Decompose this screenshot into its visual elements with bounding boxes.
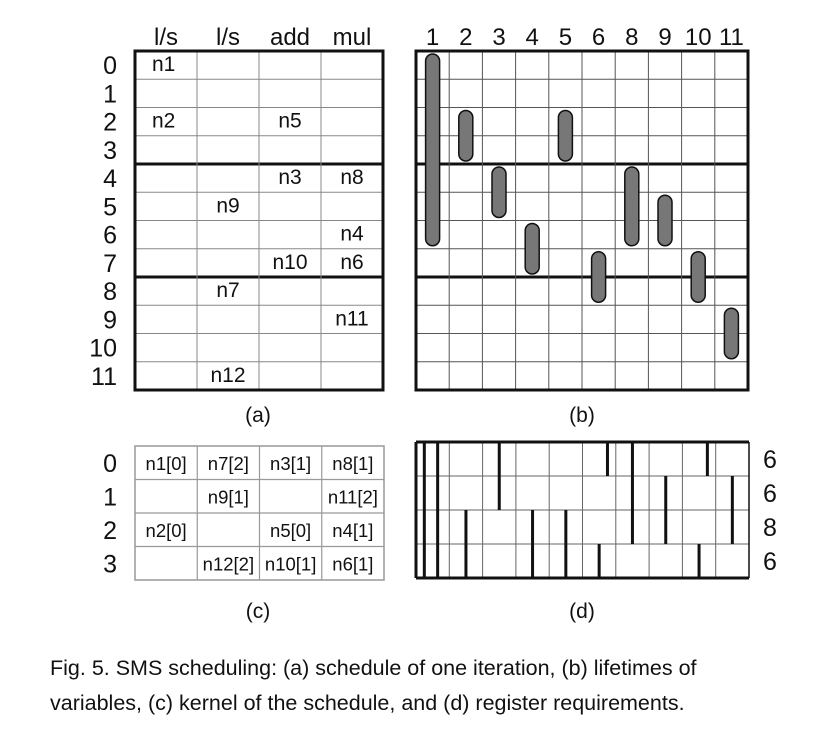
panel-c-cell-node: n3[1] [270, 453, 311, 474]
panel-a-column-header: l/s [154, 24, 178, 51]
panel-a-cell-node: n10 [272, 251, 307, 274]
panel-a-cell-node: n11 [335, 307, 368, 330]
panel-b-lifetime-bar [624, 166, 640, 247]
panel-a-row-label: 1 [103, 80, 117, 108]
panel-a-cell-node: n12 [210, 364, 245, 387]
panel-b-column-header: 1 [426, 24, 439, 51]
panel-a-row-label: 5 [103, 193, 117, 221]
panel-b-lifetime-bar [424, 53, 441, 247]
panel-b-lifetime-bar [524, 222, 540, 275]
panel-c-cell-node: n10[1] [265, 553, 316, 574]
panel-c-cell-node: n11[2] [328, 486, 378, 507]
panel-c-cell-node: n6[1] [332, 553, 373, 574]
panel-b-lifetime-bar [557, 109, 574, 162]
panel-c-row-label: 1 [103, 483, 117, 511]
panel-d-register-requirements: 6 6 8 6 [414, 440, 777, 580]
panel-b-lifetime-bar [723, 307, 740, 360]
panel-a-cell-node: n9 [216, 194, 239, 217]
panel-b-lifetime-bar [690, 251, 706, 303]
panel-a-row-label: 2 [103, 109, 117, 137]
panel-a-row-label: 10 [89, 335, 117, 363]
panel-c-border [134, 445, 385, 581]
panel-d-register-count: 6 [763, 480, 777, 508]
panel-b-column-header: 9 [658, 24, 671, 51]
panel-d-register-count: 8 [763, 514, 777, 542]
panel-a-row-label: 9 [103, 306, 117, 334]
panel-a-row-label: 7 [103, 250, 117, 278]
panel-b-column-header: 8 [625, 24, 638, 51]
panel-a-row-label: 4 [103, 165, 117, 193]
panel-a-cell-node: n7 [216, 279, 239, 302]
panel-b-lifetime-bar [458, 109, 474, 162]
panel-c-kernel-table: 0 1 2 3 n1[0] n7[2] n3[1] n8[1] n9[1] n11[2] n2[0]… [103, 445, 385, 581]
panel-a-cell-node: n2 [152, 110, 175, 133]
panel-c-cell-node: n7[2] [208, 453, 249, 474]
panel-d-register-count: 6 [763, 446, 777, 474]
panel-b-column-header: 4 [526, 24, 539, 51]
panel-c-cell-node: n2[0] [146, 520, 187, 541]
panel-c-row-label: 3 [103, 550, 117, 578]
panel-a-border [133, 49, 385, 392]
panel-a-column-header: l/s [216, 24, 240, 51]
panel-a-cell-node: n3 [278, 166, 301, 189]
panel-a-column-header: add [270, 24, 310, 51]
panel-a-cell-node: n4 [340, 223, 364, 246]
panel-b-lifetime-bar [491, 166, 507, 219]
panel-c-cell-node: n5[0] [270, 520, 311, 541]
panel-a-column-header: mul [333, 24, 372, 51]
panel-a-cell-node: n1 [152, 53, 175, 76]
panel-b-column-header: 3 [492, 24, 505, 51]
panel-a-row-label: 0 [103, 52, 117, 80]
panel-c-row-label: 0 [103, 450, 117, 478]
panel-b-column-header: 11 [719, 24, 744, 51]
panel-c-cell-node: n12[2] [203, 553, 254, 574]
panel-c-cell-node: n9[1] [208, 486, 249, 507]
panel-d-caption: (d) [569, 600, 595, 623]
panel-a-row-label: 11 [91, 363, 117, 391]
panel-c-row-label: 2 [103, 517, 117, 545]
panel-a-cell-node: n5 [278, 110, 301, 133]
panel-b-lifetime-bar [657, 194, 673, 247]
panel-b-lifetime-bar [590, 251, 607, 303]
panel-a-row-label: 8 [103, 278, 117, 306]
figure-caption-line-2: variables, (c) kernel of the schedule, a… [50, 691, 685, 715]
panel-c-cell-node: n8[1] [332, 453, 373, 474]
panel-a-row-label: 6 [103, 222, 117, 250]
panel-b-column-header: 5 [559, 24, 572, 51]
panel-a-caption: (a) [245, 404, 271, 427]
panel-a-cell-node: n8 [340, 166, 363, 189]
panel-a-row-label: 3 [103, 137, 117, 165]
panel-b-column-header: 10 [685, 24, 712, 51]
figure-caption-line-1: Fig. 5. SMS scheduling: (a) schedule of … [50, 656, 697, 680]
panel-c-cell-node: n1[0] [146, 453, 187, 474]
panel-d-register-count: 6 [763, 548, 777, 576]
panel-c-caption: (c) [246, 600, 271, 623]
panel-b-column-header: 6 [592, 24, 605, 51]
panel-c-cell-node: n4[1] [332, 520, 373, 541]
figure-caption: Fig. 5. SMS scheduling: (a) schedule of … [50, 651, 830, 721]
panel-b-border [414, 49, 750, 392]
panel-b-column-header: 2 [459, 24, 472, 51]
panel-a-cell-node: n6 [340, 251, 363, 274]
panel-b-caption: (b) [569, 404, 595, 427]
